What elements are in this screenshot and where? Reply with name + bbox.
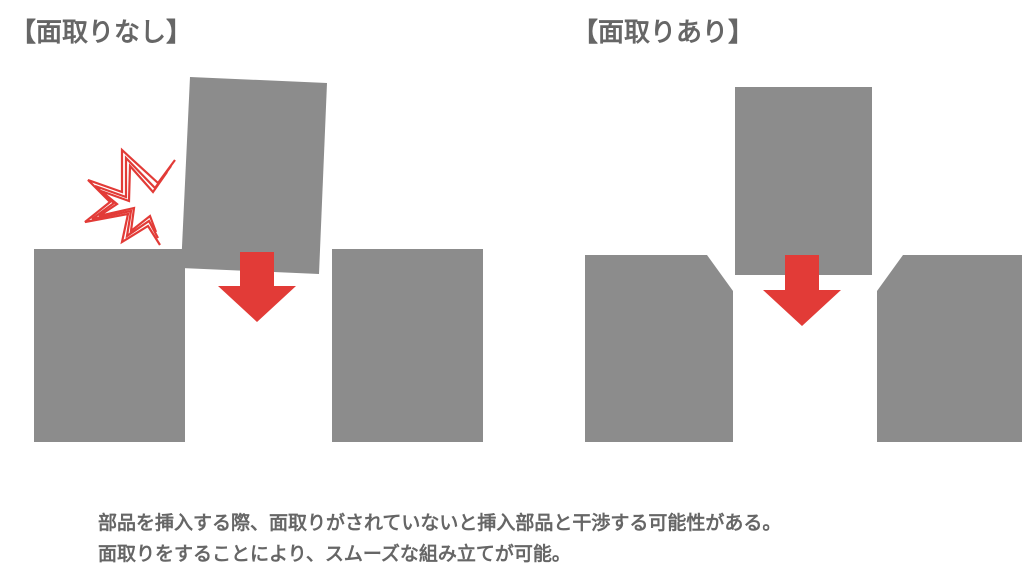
down-arrow-icon [763,255,841,326]
collision-burst-icon [84,147,176,246]
panel-with-chamfer [585,87,1022,442]
panel-no-chamfer [34,77,483,442]
base-block-left [34,249,185,442]
caption-line-1: 部品を挿入する際、面取りがされていないと挿入部品と干渉する可能性がある。 [98,512,782,534]
inserted-part [735,87,872,275]
chamfered-block-right [877,255,1022,442]
chamfered-block-left [585,255,733,442]
inserted-part-tilted [181,77,327,274]
title-with-chamfer: 【面取りあり】 [572,18,755,48]
down-arrow-icon [218,252,296,322]
title-no-chamfer: 【面取りなし】 [10,18,193,48]
base-block-right [332,249,483,442]
caption-line-2: 面取りをすることにより、スムーズな組み立てが可能。 [98,543,571,565]
